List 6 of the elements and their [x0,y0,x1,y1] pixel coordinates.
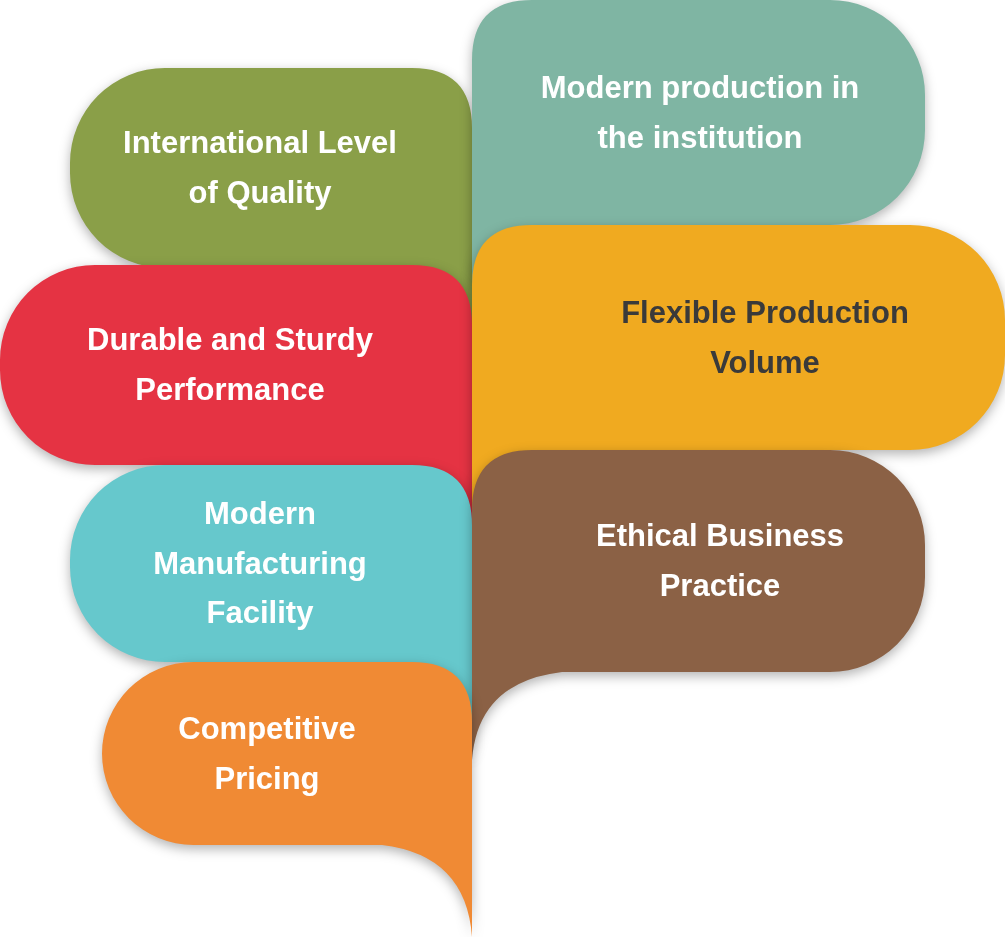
bubble-text: Durable and Sturdy Performance [86,321,374,409]
bubble-text: International Level of Quality [122,124,398,212]
bubble-text: Modern Manufacturing Facility [152,495,368,633]
bubble-text: Competitive Pricing [177,709,357,798]
bubble-text: Modern production in the institution [539,68,861,157]
bubble-text: Ethical Business Practice [594,517,846,605]
